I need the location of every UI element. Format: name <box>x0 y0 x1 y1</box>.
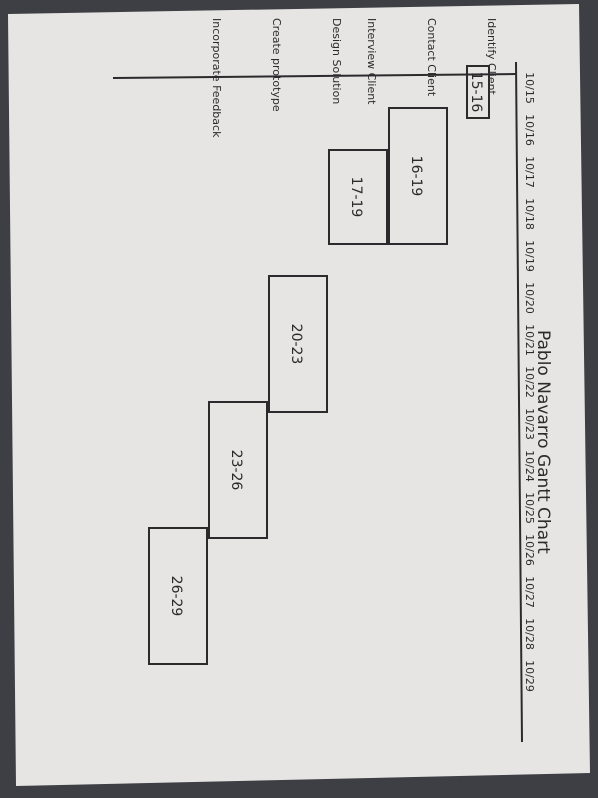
date-tick-label: 10/24 <box>523 450 536 482</box>
task-label-design-solution: Design Solution <box>330 18 343 104</box>
bar-interview-client <box>328 149 388 245</box>
date-tick-label: 10/19 <box>523 240 536 272</box>
date-tick-label: 10/28 <box>523 618 536 650</box>
paper-sheet <box>8 4 590 786</box>
axis-line-vertical <box>515 61 523 743</box>
bar-label-contact-client: 16-19 <box>408 156 424 197</box>
date-tick-label: 10/23 <box>523 408 536 440</box>
task-label-create-prototype: Create prototype <box>270 18 283 112</box>
bar-label-interview-client: 17-19 <box>348 177 364 218</box>
task-label-identify-client: Identify Client <box>485 18 498 96</box>
bar-label-design-solution: 20-23 <box>288 324 304 365</box>
task-label-contact-client: Contact Client <box>425 18 438 97</box>
bar-create-prototype <box>208 401 268 539</box>
date-tick-label: 10/16 <box>523 114 536 146</box>
bar-label-identify-client: 15-16 <box>468 72 484 113</box>
bar-design-solution <box>268 275 328 413</box>
date-tick-label: 10/25 <box>523 492 536 524</box>
task-label-interview-client: Interview Client <box>365 18 378 105</box>
date-tick-label: 10/26 <box>523 534 536 566</box>
task-label-incorporate-feedback: Incorporate Feedback <box>210 18 223 138</box>
date-tick-label: 10/22 <box>523 366 536 398</box>
bar-contact-client <box>388 107 448 245</box>
date-tick-label: 10/18 <box>523 198 536 230</box>
date-tick-label: 10/20 <box>523 282 536 314</box>
axis-line-horizontal <box>112 73 517 79</box>
date-tick-label: 10/21 <box>523 324 536 356</box>
date-tick-label: 10/15 <box>523 72 536 104</box>
bar-label-incorporate-feedback: 26-29 <box>168 576 184 617</box>
date-tick-label: 10/29 <box>523 660 536 692</box>
bar-incorporate-feedback <box>148 527 208 665</box>
gantt-chart: 10/15 10/16 10/17 10/18 10/19 10/20 10/21 10/22… <box>112 18 553 743</box>
bar-label-create-prototype: 23-26 <box>228 450 244 491</box>
chart-title: Pablo Navarro Gantt Chart <box>533 330 553 554</box>
date-tick-label: 10/17 <box>523 156 536 188</box>
bar-identify-client <box>466 65 490 119</box>
date-tick-label: 10/27 <box>523 576 536 608</box>
